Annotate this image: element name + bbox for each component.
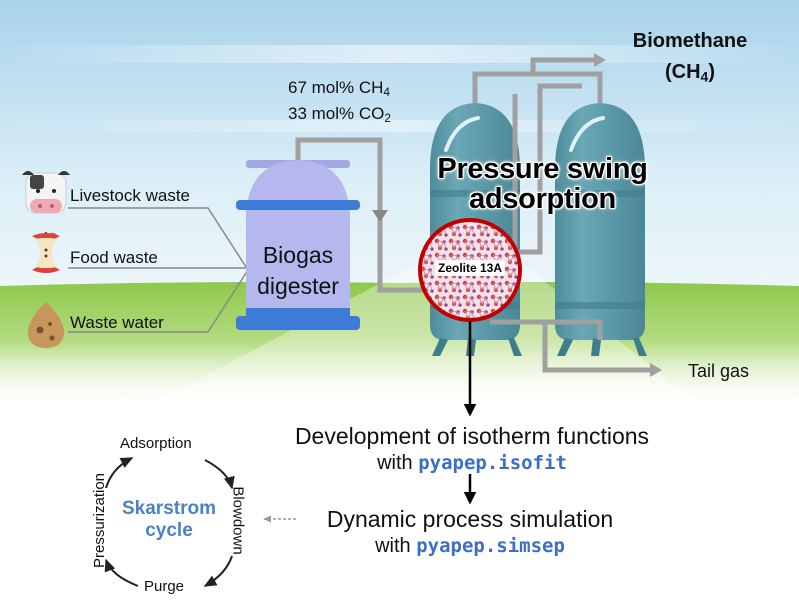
- step-simulation-tool: with pyapep.simsep: [296, 533, 644, 560]
- cycle-step-blowdown: Blowdown: [229, 486, 247, 555]
- composition-co2-sub: 2: [384, 110, 391, 125]
- composition-co2: 33 mol% CO2: [288, 102, 391, 130]
- product-arrow: [594, 53, 606, 67]
- composition-ch4-sub: 4: [383, 84, 391, 99]
- biogas-pipe: [295, 137, 425, 293]
- composition-co2-text: 33 mol% CO: [288, 104, 385, 123]
- zeolite-label-wrap: Zeolite 13A: [430, 259, 510, 277]
- source-label-livestock: Livestock waste: [70, 186, 190, 205]
- source-label-wastewater: Waste water: [70, 313, 164, 332]
- step-isotherm: Development of isotherm functions with p…: [252, 423, 692, 477]
- psa-title: Pressure swing adsorption: [410, 154, 675, 214]
- step-isotherm-with: with: [377, 452, 413, 474]
- biogas-digester: [236, 160, 360, 330]
- step-isotherm-title: Development of isotherm functions: [294, 423, 650, 449]
- cycle-step-purge: Purge: [144, 578, 185, 595]
- source-label-food: Food waste: [70, 248, 158, 267]
- step-simulation: Dynamic process simulation with pyapep.s…: [296, 506, 644, 560]
- product-line2: (CH4): [620, 57, 760, 93]
- psa-tank-right: [555, 103, 647, 356]
- psa-title-line2: adsorption: [469, 183, 616, 215]
- step-isotherm-code: pyapep.isofit: [418, 452, 567, 474]
- step-isotherm-tool: with pyapep.isofit: [252, 450, 692, 477]
- step-simulation-with: with: [375, 535, 411, 557]
- zeolite-label: Zeolite 13A: [434, 260, 506, 276]
- product-label: Biomethane (CH4): [620, 26, 760, 93]
- digester-label: Biogas digester: [246, 240, 350, 302]
- cycle-step-pressurization: Pressurization: [91, 472, 109, 569]
- white-fade: [0, 340, 799, 402]
- product-piping: [472, 57, 652, 373]
- cycle-arrows: [104, 457, 235, 587]
- cycle-step-adsorption: Adsorption: [120, 435, 192, 452]
- feed-lines: [68, 207, 249, 333]
- water-drop-icon: [27, 302, 65, 348]
- product-formula-sub: 4: [700, 68, 709, 85]
- tail-gas-label: Tail gas: [688, 361, 750, 381]
- composition-ch4: 67 mol% CH4: [288, 76, 390, 104]
- product-formula-open: (CH: [664, 61, 701, 83]
- cycle-center: Skarstrom cycle: [104, 498, 234, 542]
- cow-icon: [22, 171, 70, 214]
- digester-label-line2: digester: [257, 273, 339, 299]
- product-formula-close: ): [708, 61, 715, 83]
- apple-core-icon: [32, 232, 60, 273]
- tail-arrow: [650, 363, 662, 377]
- digester-label-line1: Biogas: [262, 242, 334, 268]
- cycle-center-line1: Skarstrom: [122, 498, 216, 519]
- product-line1: Biomethane: [632, 30, 748, 52]
- step-simulation-code: pyapep.simsep: [416, 535, 565, 557]
- step-simulation-title: Dynamic process simulation: [326, 506, 614, 532]
- biogas-pipe-arrow: [372, 210, 388, 222]
- cycle-center-line2: cycle: [145, 520, 193, 541]
- psa-title-line1: Pressure swing: [437, 153, 648, 185]
- composition-ch4-text: 67 mol% CH: [288, 78, 384, 97]
